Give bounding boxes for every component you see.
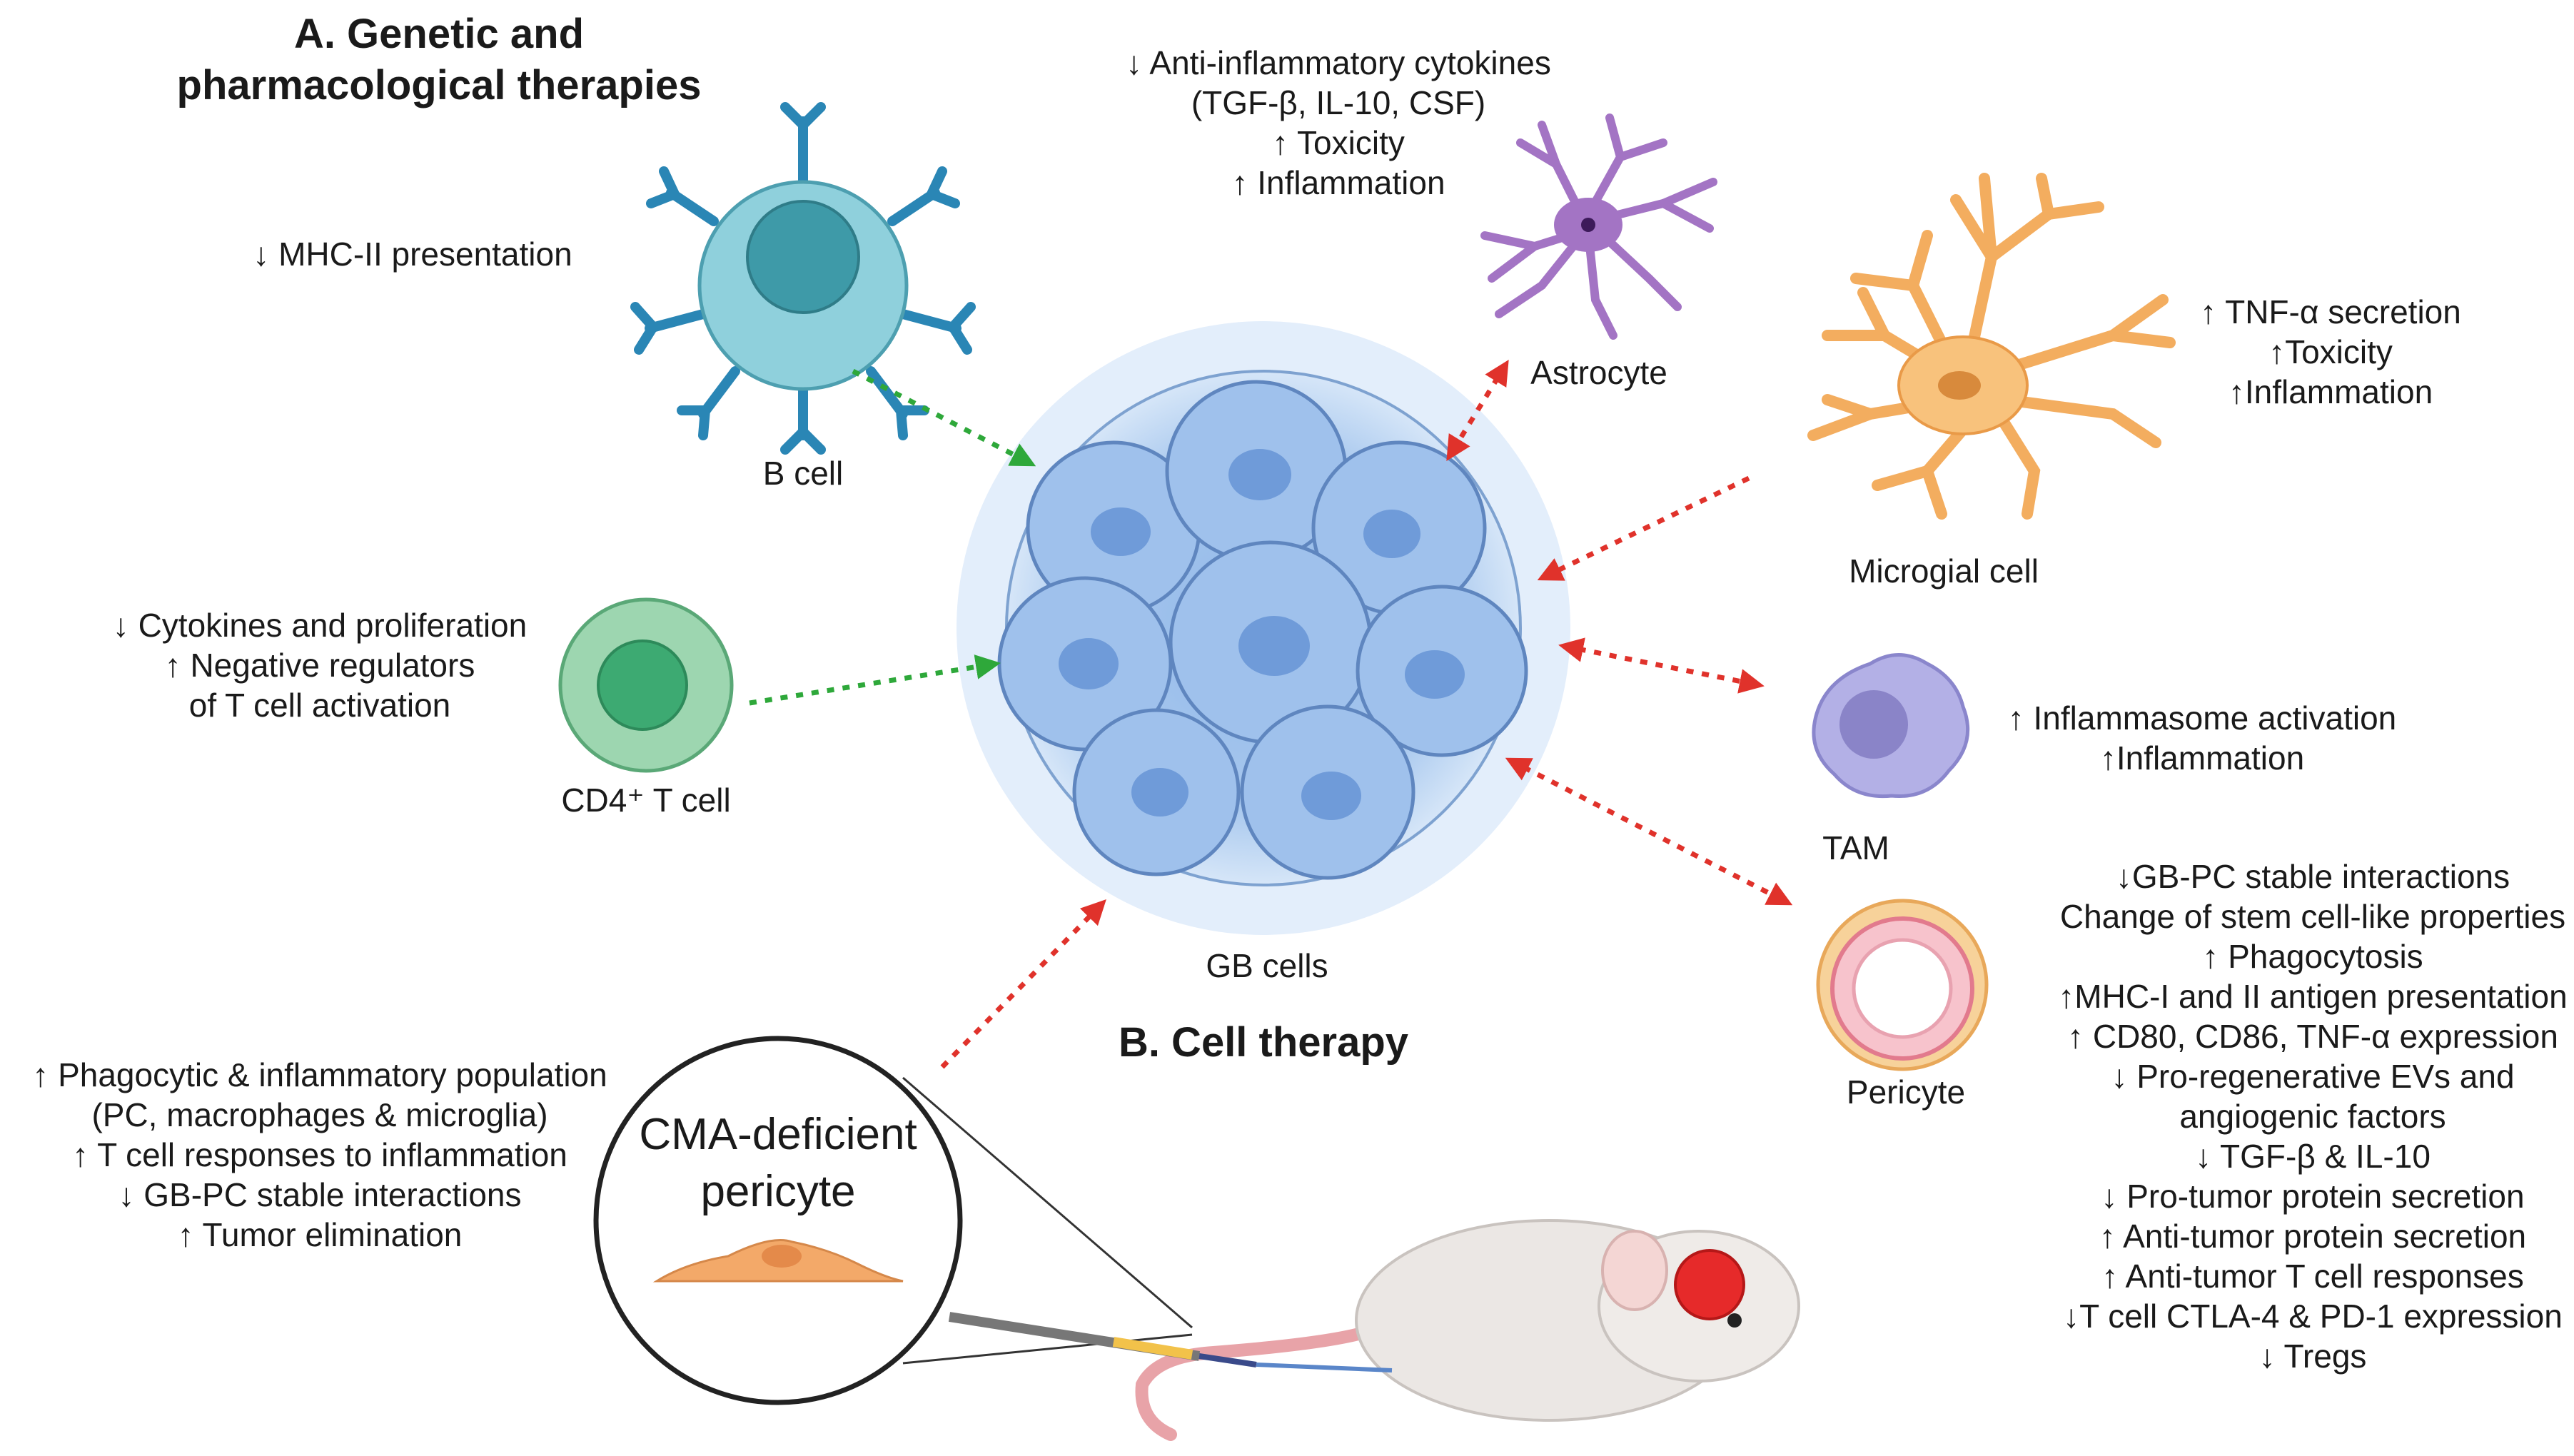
pericyte-effect-list: ↓GB-PC stable interactions Change of ste… [2058,856,2567,1376]
arrow-gb-tam [1558,637,1765,694]
pericyte-effect: ↑ CD80, CD86, TNF-α expression [2067,1018,2558,1055]
microglial-effect: ↑ TNF-α secretion [2200,293,2461,330]
tam-label: TAM [1822,829,1889,866]
arrow-astrocyte-gb [1446,360,1509,461]
cma-pericyte-effect: ↓ GB-PC stable interactions [118,1176,522,1213]
microglial-effect: ↑Toxicity [2268,333,2393,370]
b-cell-effect: ↓ MHC-II presentation [253,236,572,273]
pericyte-effect: ↓T cell CTLA-4 & PD-1 expression [2063,1298,2563,1335]
cma-pericyte-label-line1: CMA-deficient [639,1110,917,1159]
b-cell-label: B cell [762,455,844,492]
pericyte-effect: ↓ Pro-tumor protein secretion [2101,1178,2525,1215]
astrocyte-icon [1480,113,1717,340]
astrocyte-effect: ↑ Inflammation [1231,164,1445,201]
heading-b: B. Cell therapy [1118,1019,1409,1066]
heading-a-line1: A. Genetic and [293,11,585,57]
pericyte-effect: angiogenic factors [2179,1098,2446,1135]
tam-effect-list: ↑ Inflammasome activation ↑Inflammation [2008,698,2397,778]
cd4-t-cell-effect: ↓ Cytokines and proliferation [112,607,528,644]
microglial-cell-label: Microgial cell [1849,552,2039,590]
pericyte-label: Pericyte [1846,1073,1966,1111]
cd4-t-cell-icon [558,597,734,773]
cd4-t-cell-effect: of T cell activation [188,687,451,724]
astrocyte-effect: (TGF-β, IL-10, CSF) [1191,84,1486,121]
b-cell-icon [630,102,976,455]
pericyte-effect: ↑MHC-I and II antigen presentation [2058,978,2568,1015]
gb-cells-cluster-icon [957,321,1570,935]
mouse-injection-icon [948,1219,1800,1441]
pericyte-effect: ↓ TGF-β & IL-10 [2195,1138,2431,1175]
cma-pericyte-effect: ↑ Phagocytic & inflammatory population [32,1056,607,1093]
microglial-cell-icon [1807,173,2176,520]
arrow-cma-to-gb [940,899,1106,1069]
microglial-effect-list: ↑ TNF-α secretion ↑Toxicity ↑Inflammatio… [2200,292,2461,412]
pericyte-effect: ↓ Tregs [2258,1338,2367,1375]
arrow-bcell-to-gb [852,368,1036,467]
cma-pericyte-effect: (PC, macrophages & microglia) [91,1096,548,1133]
pericyte-effect: Change of stem cell-like properties [2059,898,2566,935]
microglial-effect: ↑Inflammation [2228,373,2433,410]
cd4-t-cell-label: CD4⁺ T cell [561,782,731,819]
pericyte-effect: ↑ Anti-tumor protein secretion [2099,1218,2527,1255]
pericyte-effect: ↑ Phagocytosis [2202,938,2423,975]
heading-a-line2: pharmacological therapies [176,62,702,108]
cd4-t-cell-effect-list: ↓ Cytokines and proliferation ↑ Negative… [113,605,527,725]
pericyte-effect: ↓ Pro-regenerative EVs and [2111,1058,2515,1095]
pericyte-effect: ↑ Anti-tumor T cell responses [2101,1258,2524,1295]
cma-pericyte-effect: ↑ T cell responses to inflammation [72,1136,567,1173]
astrocyte-effect: ↓ Anti-inflammatory cytokines [1126,44,1551,81]
cd4-t-cell-effect: ↑ Negative regulators [164,647,475,684]
gb-cells-label: GB cells [1206,947,1328,984]
heading-a: A. Genetic and pharmacological therapies [177,9,702,111]
tam-icon [1812,653,1970,799]
arrow-gb-pericyte [1505,757,1793,906]
pericyte-effect: ↓GB-PC stable interactions [2115,858,2510,895]
cma-pericyte-label-line2: pericyte [700,1167,856,1216]
astrocyte-effect: ↑ Toxicity [1272,124,1405,161]
arrow-tcell-to-gb [749,654,1001,706]
cma-pericyte-magnifier-icon [593,1036,1193,1405]
cma-pericyte-effect-list: ↑ Phagocytic & inflammatory population (… [32,1055,607,1255]
arrow-microglia-to-gb [1537,475,1750,581]
cma-pericyte-effect: ↑ Tumor elimination [177,1216,463,1253]
b-cell-effect-list: ↓ MHC-II presentation [253,234,572,274]
tam-effect: ↑ Inflammasome activation [2007,699,2397,737]
tam-effect: ↑Inflammation [2099,739,2305,777]
astrocyte-effect-list: ↓ Anti-inflammatory cytokines (TGF-β, IL… [1126,43,1551,203]
cma-pericyte-label: CMA-deficient pericyte [639,1106,917,1220]
arrows [749,360,1793,1069]
pericyte-icon [1816,899,1989,1071]
astrocyte-label: Astrocyte [1530,354,1667,391]
